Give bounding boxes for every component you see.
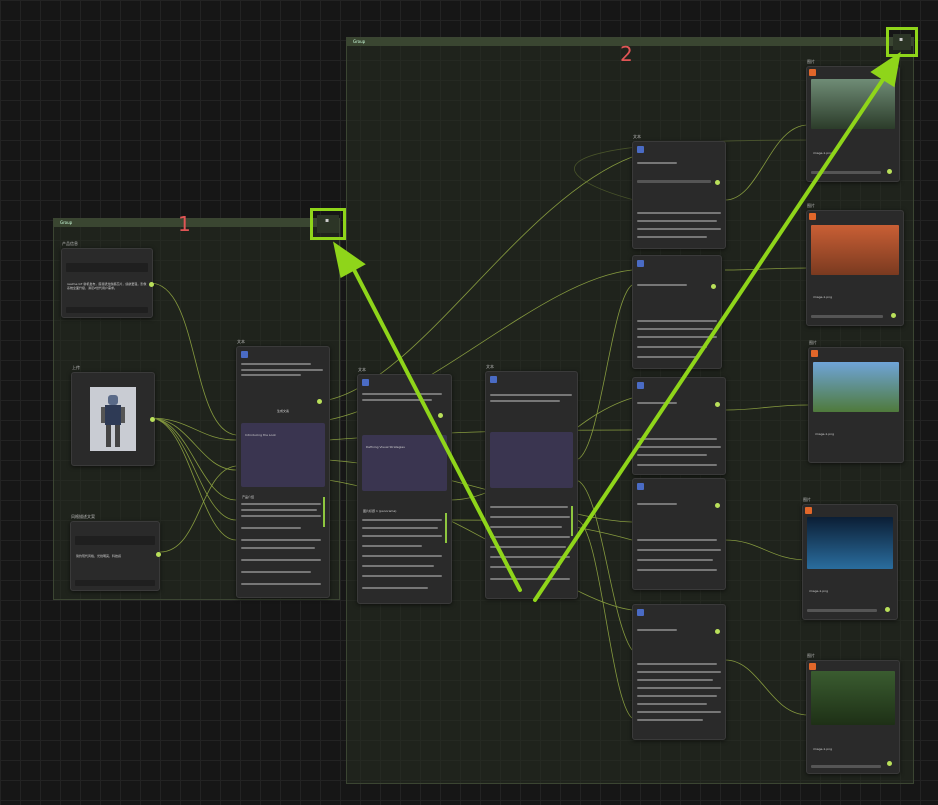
image-node-4[interactable]: 图片 image-1.png [802, 497, 898, 620]
text-node-title: 文本 [633, 134, 641, 139]
output-image[interactable] [811, 79, 895, 129]
group-1-header[interactable]: Group [54, 219, 339, 227]
text-node-f[interactable] [632, 377, 726, 475]
model-icon [490, 376, 497, 383]
output-image[interactable] [813, 362, 899, 412]
text-node-h[interactable] [632, 604, 726, 740]
text-node-title: 文本 [486, 364, 494, 369]
text-node-g[interactable] [632, 478, 726, 590]
group-2-header[interactable]: Group [347, 38, 913, 46]
run-dot[interactable] [438, 413, 443, 418]
model-icon [637, 483, 644, 490]
style-text[interactable]: 简约现代风格，光线明亮，科技感 [76, 554, 122, 558]
group-1-collapse-button[interactable]: ▪ [310, 208, 346, 240]
upload-title: 上传 [72, 365, 80, 370]
collapse-icon: ▪ [899, 36, 904, 43]
intro-en-2: Defining Visual Strategies [366, 445, 405, 449]
model-icon [637, 382, 644, 389]
style-title: 风格描述文案 [71, 514, 95, 519]
upload-node[interactable]: 上传 [71, 365, 155, 466]
toolbar[interactable] [75, 536, 155, 545]
group-1-title: Group [60, 220, 73, 225]
run-dot[interactable] [715, 629, 720, 634]
image-node-1[interactable]: 图片 image-1.png [806, 59, 900, 182]
product-info-node[interactable]: 产品信息 realme GT 新机发布，搭载骁龙旗舰芯片，续航更强，影像系统全面… [61, 241, 154, 318]
run-dot[interactable] [885, 607, 890, 612]
model-icon [241, 351, 248, 358]
image-file: image-1.png [813, 747, 832, 751]
run-dot[interactable] [715, 402, 720, 407]
group-2-title: Group [353, 39, 366, 44]
image-icon [809, 663, 816, 670]
run-dot[interactable] [317, 399, 322, 404]
robot-image[interactable] [90, 387, 136, 451]
style-node[interactable]: 风格描述文案 简约现代风格，光线明亮，科技感 [70, 514, 161, 591]
scrollbar[interactable] [571, 506, 573, 536]
text-node-a[interactable]: 文本 生成文案 Introducing the Look 产品介绍 [236, 339, 330, 598]
run-dot[interactable] [887, 761, 892, 766]
output-port[interactable] [156, 552, 161, 557]
image-icon [809, 213, 816, 220]
image-node-5[interactable]: 图片 image-1.png [806, 653, 900, 774]
image-icon [811, 350, 818, 357]
run-dot[interactable] [887, 169, 892, 174]
image-file: image-1.png [809, 589, 828, 593]
text-node-c[interactable]: 文本 [485, 364, 578, 599]
image-file: image-1.png [813, 151, 832, 155]
image-node-3[interactable]: 图片 image-1.png [808, 340, 904, 463]
scrollbar[interactable] [323, 497, 325, 527]
output-image[interactable] [811, 671, 895, 725]
collapse-icon: ▪ [325, 217, 330, 224]
image-node-title: 图片 [807, 203, 815, 208]
image-icon [809, 69, 816, 76]
image-node-2[interactable]: 图片 image-1.png [806, 203, 904, 326]
intro-en-1: Introducing the Look [245, 433, 276, 437]
run-dot[interactable] [715, 180, 720, 185]
image-file: image-1.png [813, 295, 832, 299]
run-dot[interactable] [891, 313, 896, 318]
image-node-title: 图片 [807, 653, 815, 658]
model-icon [637, 146, 644, 153]
run-dot[interactable] [711, 284, 716, 289]
toolbar[interactable] [66, 263, 148, 272]
product-info-text[interactable]: realme GT 新机发布，搭载骁龙旗舰芯片，续航更强，影像系统全面升级，满足… [67, 282, 147, 290]
model-icon [637, 260, 644, 267]
text-node-title: 文本 [237, 339, 245, 344]
text-node-d[interactable]: 文本 [632, 134, 726, 249]
output-port[interactable] [150, 417, 155, 422]
text-node-b[interactable]: 文本 Defining Visual Strategies 图片标题 1 (pa… [357, 367, 452, 604]
text-node-title: 文本 [358, 367, 366, 372]
prompt-box[interactable] [241, 423, 325, 487]
run-dot[interactable] [715, 503, 720, 508]
output-image[interactable] [807, 517, 893, 569]
image-file: image-1.png [815, 432, 834, 436]
run-button[interactable] [66, 307, 148, 313]
model-icon [637, 609, 644, 616]
image-node-title: 图片 [809, 340, 817, 345]
detail-heading: 图片标题 1 (panorama) [363, 509, 397, 513]
output-port[interactable] [149, 282, 154, 287]
product-info-title: 产品信息 [62, 241, 78, 246]
model-icon [362, 379, 369, 386]
group-2-collapse-button[interactable]: ▪ [886, 27, 918, 57]
prompt-box[interactable] [362, 435, 447, 491]
marker-2: 2 [620, 42, 633, 66]
text-node-e[interactable] [632, 255, 722, 369]
generate-label[interactable]: 生成文案 [277, 409, 290, 413]
run-button[interactable] [75, 580, 155, 586]
image-node-title: 图片 [807, 59, 815, 64]
output-image[interactable] [811, 225, 899, 275]
prompt-box[interactable] [490, 432, 573, 488]
scrollbar[interactable] [445, 513, 447, 543]
image-node-title: 图片 [803, 497, 811, 502]
image-icon [805, 507, 812, 514]
product-intro-label: 产品介绍 [242, 495, 255, 499]
marker-1: 1 [178, 212, 191, 236]
